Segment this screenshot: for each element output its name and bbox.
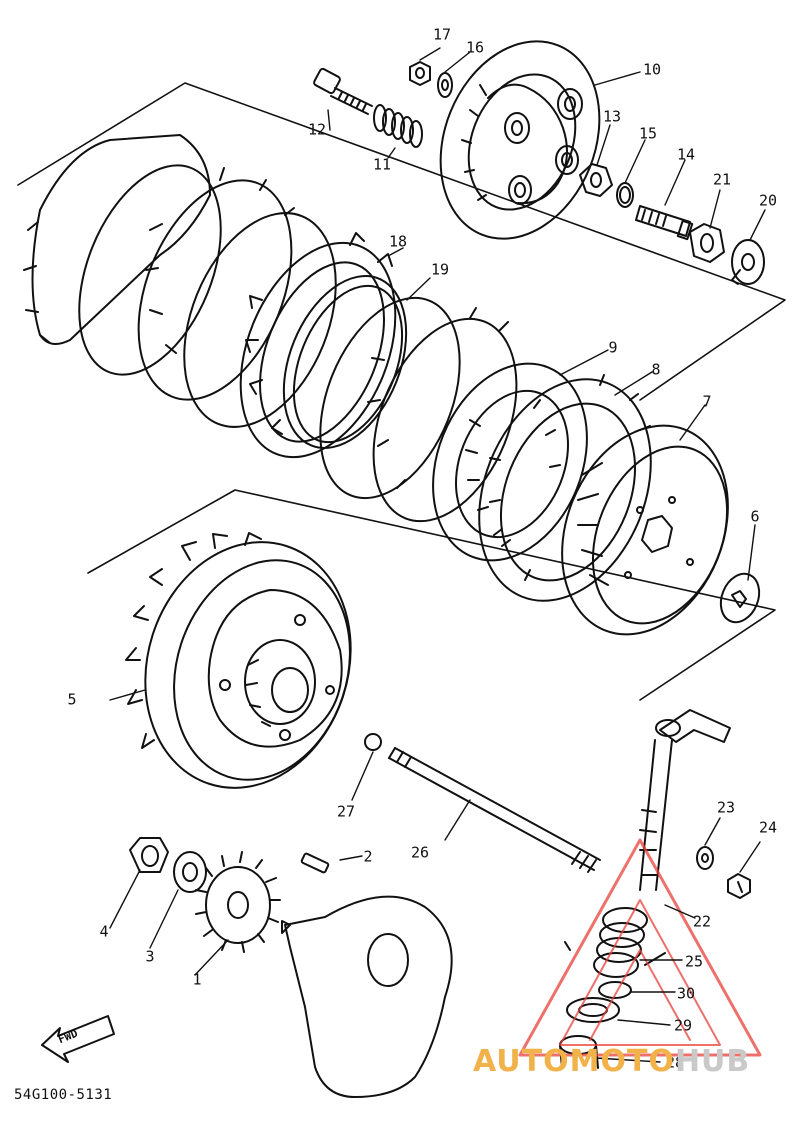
part-label-6: 6 xyxy=(750,507,760,526)
nut-17 xyxy=(409,61,431,86)
lock-washer-6 xyxy=(719,572,761,624)
bolt-24 xyxy=(727,873,751,899)
push-rod-14 xyxy=(635,205,694,241)
pressure-plate-10 xyxy=(439,40,601,240)
push-rod-26 xyxy=(388,747,601,873)
damper-plate-18 xyxy=(239,232,397,459)
part-label-12: 12 xyxy=(307,120,327,139)
part-label-14: 14 xyxy=(676,145,696,164)
nut-4 xyxy=(129,837,169,873)
friction-plate-upper-3 xyxy=(367,307,518,523)
part-label-10: 10 xyxy=(642,60,662,79)
part-label-29: 29 xyxy=(673,1016,693,1035)
leader-lines xyxy=(109,47,766,1063)
o-ring-15 xyxy=(616,182,634,208)
part-label-11: 11 xyxy=(372,155,392,174)
part-label-26: 26 xyxy=(410,843,430,862)
washer-23 xyxy=(696,846,714,870)
fwd-arrow-icon xyxy=(41,1015,115,1063)
part-label-16: 16 xyxy=(465,38,485,57)
part-label-7: 7 xyxy=(702,392,712,411)
push-lever-shaft-22 xyxy=(639,709,731,891)
part-label-21: 21 xyxy=(712,170,732,189)
part-label-2: 2 xyxy=(363,847,373,866)
drawing-code: 54G100-5131 xyxy=(14,1087,113,1103)
part-label-27: 27 xyxy=(336,802,356,821)
washer-20 xyxy=(731,239,765,285)
bolt-12 xyxy=(313,67,373,115)
part-label-19: 19 xyxy=(430,260,450,279)
nut-13 xyxy=(579,163,613,197)
part-label-4: 4 xyxy=(99,922,109,941)
part-label-18: 18 xyxy=(388,232,408,251)
watermark-logo xyxy=(518,838,762,1057)
crankshaft-outline xyxy=(281,895,453,1098)
part-label-24: 24 xyxy=(758,818,778,837)
part-label-5: 5 xyxy=(67,690,77,709)
part-label-3: 3 xyxy=(145,947,155,966)
lock-nut-21 xyxy=(689,223,725,263)
watermark-text: AUTOMOTOHUB xyxy=(473,1044,750,1079)
washer-16 xyxy=(437,72,453,98)
friction-plate-upper-2 xyxy=(137,167,295,401)
clutch-plate-upper-2 xyxy=(183,212,337,428)
part-label-30: 30 xyxy=(676,984,696,1003)
part-label-8: 8 xyxy=(651,360,661,379)
clutch-boss-7 xyxy=(561,424,729,636)
part-label-28: 28 xyxy=(665,1053,685,1072)
part-label-20: 20 xyxy=(758,191,778,210)
drive-gear-1 xyxy=(195,851,281,953)
part-label-15: 15 xyxy=(638,124,658,143)
clutch-plate-upper-1 xyxy=(78,164,222,376)
lock-washer-3 xyxy=(173,851,207,893)
key-2 xyxy=(300,852,330,874)
part-label-25: 25 xyxy=(684,952,704,971)
part-label-17: 17 xyxy=(432,25,452,44)
part-label-23: 23 xyxy=(716,798,736,817)
upper-group-outline xyxy=(17,82,786,401)
part-label-13: 13 xyxy=(602,107,622,126)
watermark-text-b: HUB xyxy=(674,1044,751,1079)
clutch-plate-9 xyxy=(432,362,588,562)
friction-plate-upper-1 xyxy=(23,134,211,345)
clutch-housing-5 xyxy=(125,532,352,789)
part-label-1: 1 xyxy=(192,970,202,989)
friction-plate-8 xyxy=(478,374,652,602)
part-label-9: 9 xyxy=(608,338,618,357)
spring-11 xyxy=(373,104,423,148)
ball-27 xyxy=(364,733,382,751)
circlip-30 xyxy=(598,981,632,999)
watermark-text-a: AUTOMOTO xyxy=(473,1044,675,1079)
clutch-plate-upper-3 xyxy=(319,296,461,500)
middle-group-outline xyxy=(87,489,776,701)
part-label-22: 22 xyxy=(692,912,712,931)
